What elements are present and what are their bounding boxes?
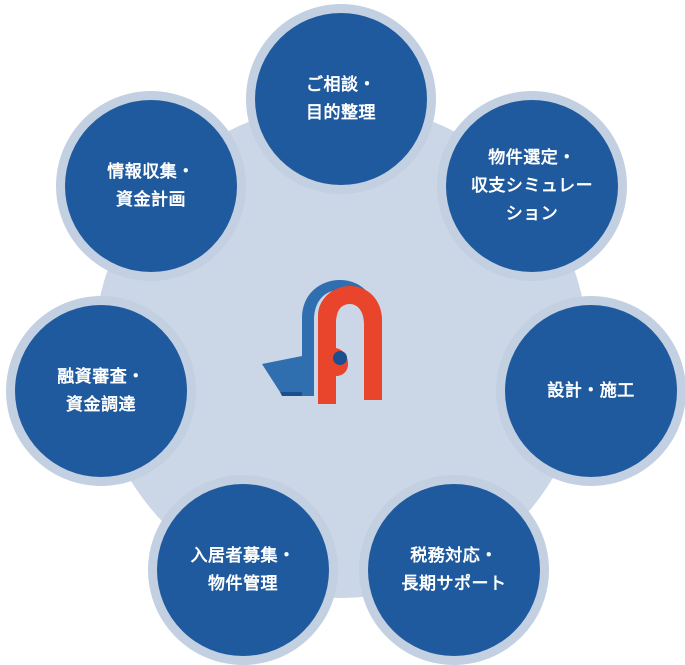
logo-blue-base-shadow bbox=[280, 392, 302, 396]
step-financing-label: 融資審査・ 資金調達 bbox=[57, 366, 145, 415]
logo-red-leg bbox=[318, 332, 348, 404]
step-consultation-circle: ご相談・ 目的整理 bbox=[255, 13, 427, 185]
step-tax-support[interactable]: 税務対応・ 長期サポート bbox=[359, 475, 549, 665]
step-consultation-label: ご相談・ 目的整理 bbox=[306, 74, 376, 123]
step-information-planning-circle: 情報収集・ 資金計画 bbox=[65, 100, 237, 272]
step-property-selection[interactable]: 物件選定・ 収支シミュレー ション bbox=[437, 91, 627, 281]
step-information-planning[interactable]: 情報収集・ 資金計画 bbox=[56, 91, 246, 281]
step-design-construction[interactable]: 設計・施工 bbox=[496, 296, 685, 486]
step-consultation[interactable]: ご相談・ 目的整理 bbox=[246, 4, 436, 194]
step-tenant-management-circle: 入居者募集・ 物件管理 bbox=[157, 484, 329, 656]
logo-red-arch bbox=[318, 286, 382, 400]
logo-blue-base bbox=[262, 356, 302, 392]
step-financing-circle: 融資審査・ 資金調達 bbox=[15, 305, 187, 477]
step-tax-support-circle: 税務対応・ 長期サポート bbox=[368, 484, 540, 656]
a-arch-logo-icon bbox=[262, 280, 382, 404]
step-information-planning-label: 情報収集・ 資金計画 bbox=[107, 161, 195, 210]
step-design-construction-label: 設計・施工 bbox=[547, 380, 635, 401]
logo-navy-eye bbox=[333, 351, 347, 365]
step-financing[interactable]: 融資審査・ 資金調達 bbox=[6, 296, 196, 486]
step-tenant-management[interactable]: 入居者募集・ 物件管理 bbox=[148, 475, 338, 665]
step-property-selection-label: 物件選定・ 収支シミュレー ション bbox=[470, 147, 594, 225]
step-tenant-management-label: 入居者募集・ 物件管理 bbox=[190, 545, 296, 594]
step-property-selection-circle: 物件選定・ 収支シミュレー ション bbox=[446, 100, 618, 272]
step-design-construction-circle: 設計・施工 bbox=[505, 305, 677, 477]
step-tax-support-label: 税務対応・ 長期サポート bbox=[401, 545, 507, 594]
